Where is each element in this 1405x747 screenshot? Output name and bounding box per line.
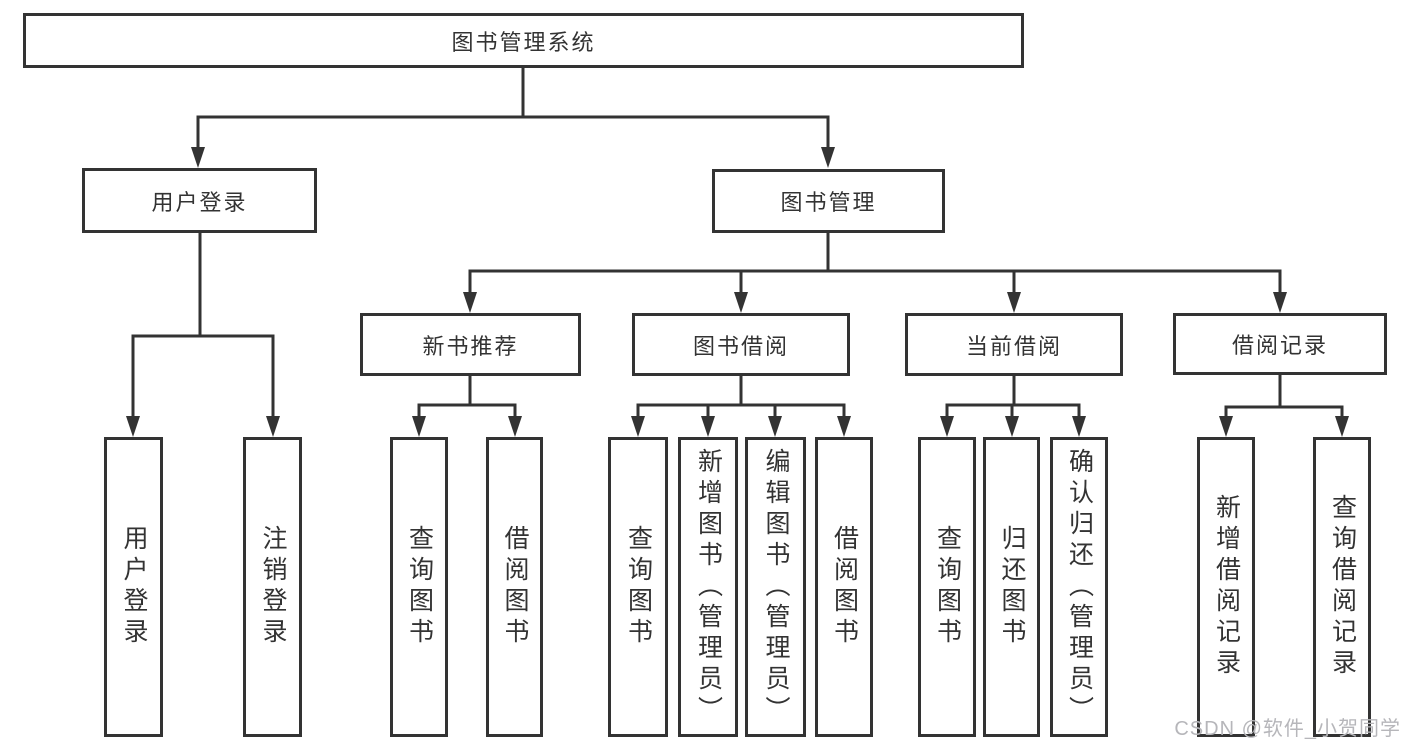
node-borrow-records: 借阅记录 <box>1173 313 1387 375</box>
arrow-down-icon <box>701 416 715 437</box>
arrow-down-icon <box>837 416 851 437</box>
leaf-borrow-borrow-books: 借阅图书 <box>815 437 873 737</box>
node-root: 图书管理系统 <box>23 13 1024 68</box>
arrow-down-icon <box>412 416 426 437</box>
arrow-down-icon <box>821 147 835 168</box>
leaf-records-search-record: 查询借阅记录 <box>1313 437 1371 737</box>
leaf-records-add-record: 新增借阅记录 <box>1197 437 1255 737</box>
arrow-down-icon <box>463 292 477 313</box>
leaf-logout: 注销登录 <box>243 437 302 737</box>
leaf-recommend-search-books: 查询图书 <box>390 437 448 737</box>
node-new-book-recommend: 新书推荐 <box>360 313 581 376</box>
arrow-down-icon <box>768 416 782 437</box>
wire-borrow-split <box>636 374 846 420</box>
wire-records-split <box>1224 373 1344 421</box>
arrow-down-icon <box>266 416 280 437</box>
wire-recommend-split <box>417 374 517 420</box>
arrow-down-icon <box>1005 416 1019 437</box>
wire-user-login-split <box>131 231 275 420</box>
node-user-login: 用户登录 <box>82 168 317 233</box>
leaf-current-return-books: 归还图书 <box>983 437 1040 737</box>
arrow-down-icon <box>1273 292 1287 313</box>
arrow-down-icon <box>1219 416 1233 437</box>
leaf-user-login: 用户登录 <box>104 437 163 737</box>
arrow-down-icon <box>631 416 645 437</box>
node-book-borrow: 图书借阅 <box>632 313 850 376</box>
arrow-down-icon <box>126 416 140 437</box>
arrow-down-icon <box>1007 292 1021 313</box>
leaf-recommend-borrow-books: 借阅图书 <box>486 437 543 737</box>
arrow-down-icon <box>1072 416 1086 437</box>
arrow-down-icon <box>191 147 205 168</box>
csdn-watermark: CSDN @软件_小贺同学 <box>1174 718 1401 740</box>
leaf-borrow-add-books-admin: 新增图书（管理员） <box>678 437 738 737</box>
node-book-management: 图书管理 <box>712 169 945 233</box>
wire-root-split <box>196 66 830 150</box>
arrow-down-icon <box>508 416 522 437</box>
leaf-current-confirm-return-admin: 确认归还（管理员） <box>1050 437 1108 737</box>
leaf-borrow-edit-books-admin: 编辑图书（管理员） <box>745 437 806 737</box>
arrow-down-icon <box>940 416 954 437</box>
wire-book-management-split <box>468 231 1282 296</box>
leaf-current-search-books: 查询图书 <box>918 437 976 737</box>
leaf-borrow-search-books: 查询图书 <box>608 437 668 737</box>
arrow-down-icon <box>734 292 748 313</box>
wire-current-split <box>945 374 1081 420</box>
arrow-down-icon <box>1335 416 1349 437</box>
connector-wires <box>131 66 1344 421</box>
node-current-borrow: 当前借阅 <box>905 313 1123 376</box>
arrowheads <box>126 147 1349 437</box>
